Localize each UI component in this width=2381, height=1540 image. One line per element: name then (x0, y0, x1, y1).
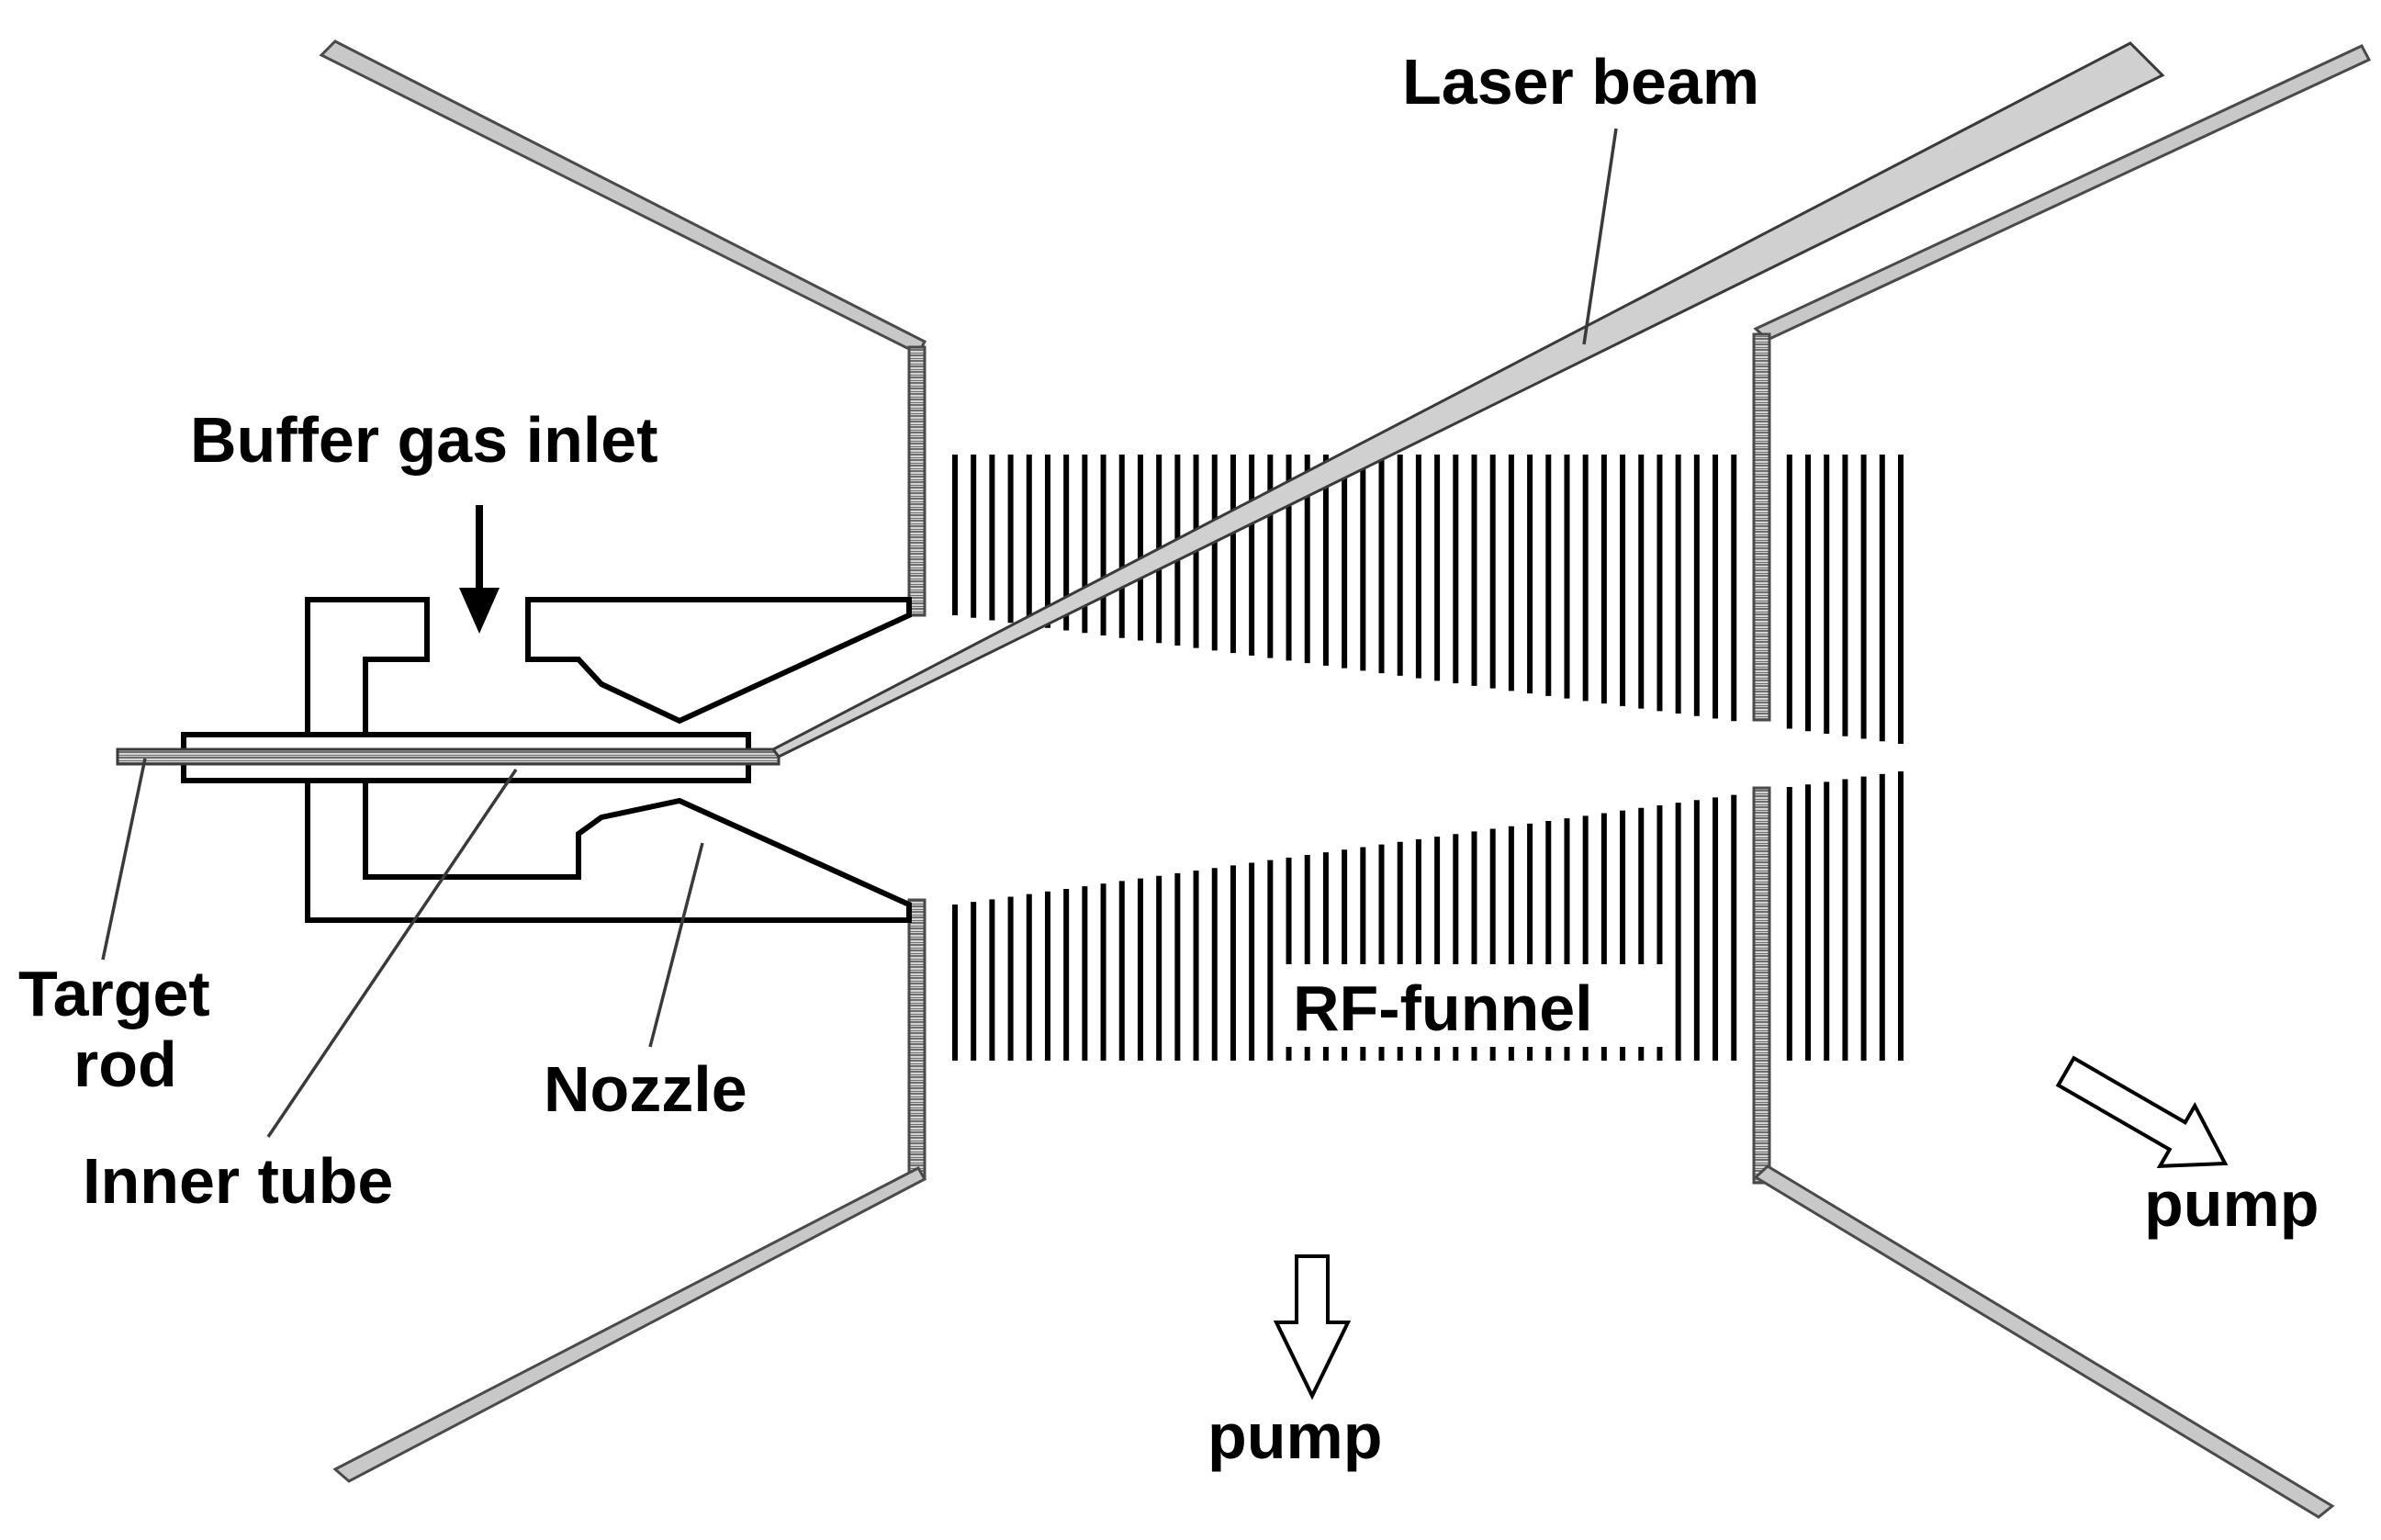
gas-cell-body (116, 597, 912, 923)
laser-beam-label: Laser beam (1402, 46, 1759, 118)
target-rod-leader (101, 758, 147, 961)
gas-cell-outer-upper (305, 597, 430, 738)
laser-beam (770, 41, 2165, 759)
target-rod (116, 748, 781, 766)
nozzle-leader (648, 842, 704, 1048)
inner-tube-leader (266, 769, 518, 1138)
nozzle-upper-block (525, 597, 912, 725)
left-wall-lower-diagonal (332, 1166, 927, 1483)
nozzle-label: Nozzle (544, 1053, 747, 1125)
buffer-gas-inlet-label: Buffer gas inlet (190, 404, 658, 476)
left-wall-lower-plate (907, 898, 927, 1179)
right-chamber-wall (1752, 44, 2372, 1519)
inner-tube-label: Inner tube (83, 1145, 393, 1217)
left-chamber-wall (319, 39, 927, 1483)
right-wall-upper-plate (1752, 332, 1771, 722)
right-wall-lower-diagonal (1753, 1164, 2335, 1519)
target-rod-label-line1: Target (18, 958, 210, 1029)
hollow-arrow-down-right-icon (2055, 1055, 2229, 1169)
left-wall-upper-diagonal (319, 39, 927, 355)
pump-bottom-label: pump (1207, 1400, 1383, 1472)
arrow-down-icon (459, 505, 500, 634)
right-wall-lower-plate (1752, 786, 1771, 1185)
laser-beam-leader (1582, 128, 1618, 345)
gas-cell-outer-lower (305, 778, 912, 923)
target-rod-label-line2: rod (73, 1029, 177, 1100)
rf-funnel-label: RF-funnel (1293, 972, 1593, 1044)
hollow-arrow-down-icon (1273, 1254, 1352, 1400)
pump-right-label: pump (2144, 1168, 2319, 1240)
rf-funnel-upper-electrodes (952, 455, 1904, 744)
left-wall-upper-plate (907, 345, 927, 617)
rf-funnel-label-background (1281, 964, 1667, 1047)
